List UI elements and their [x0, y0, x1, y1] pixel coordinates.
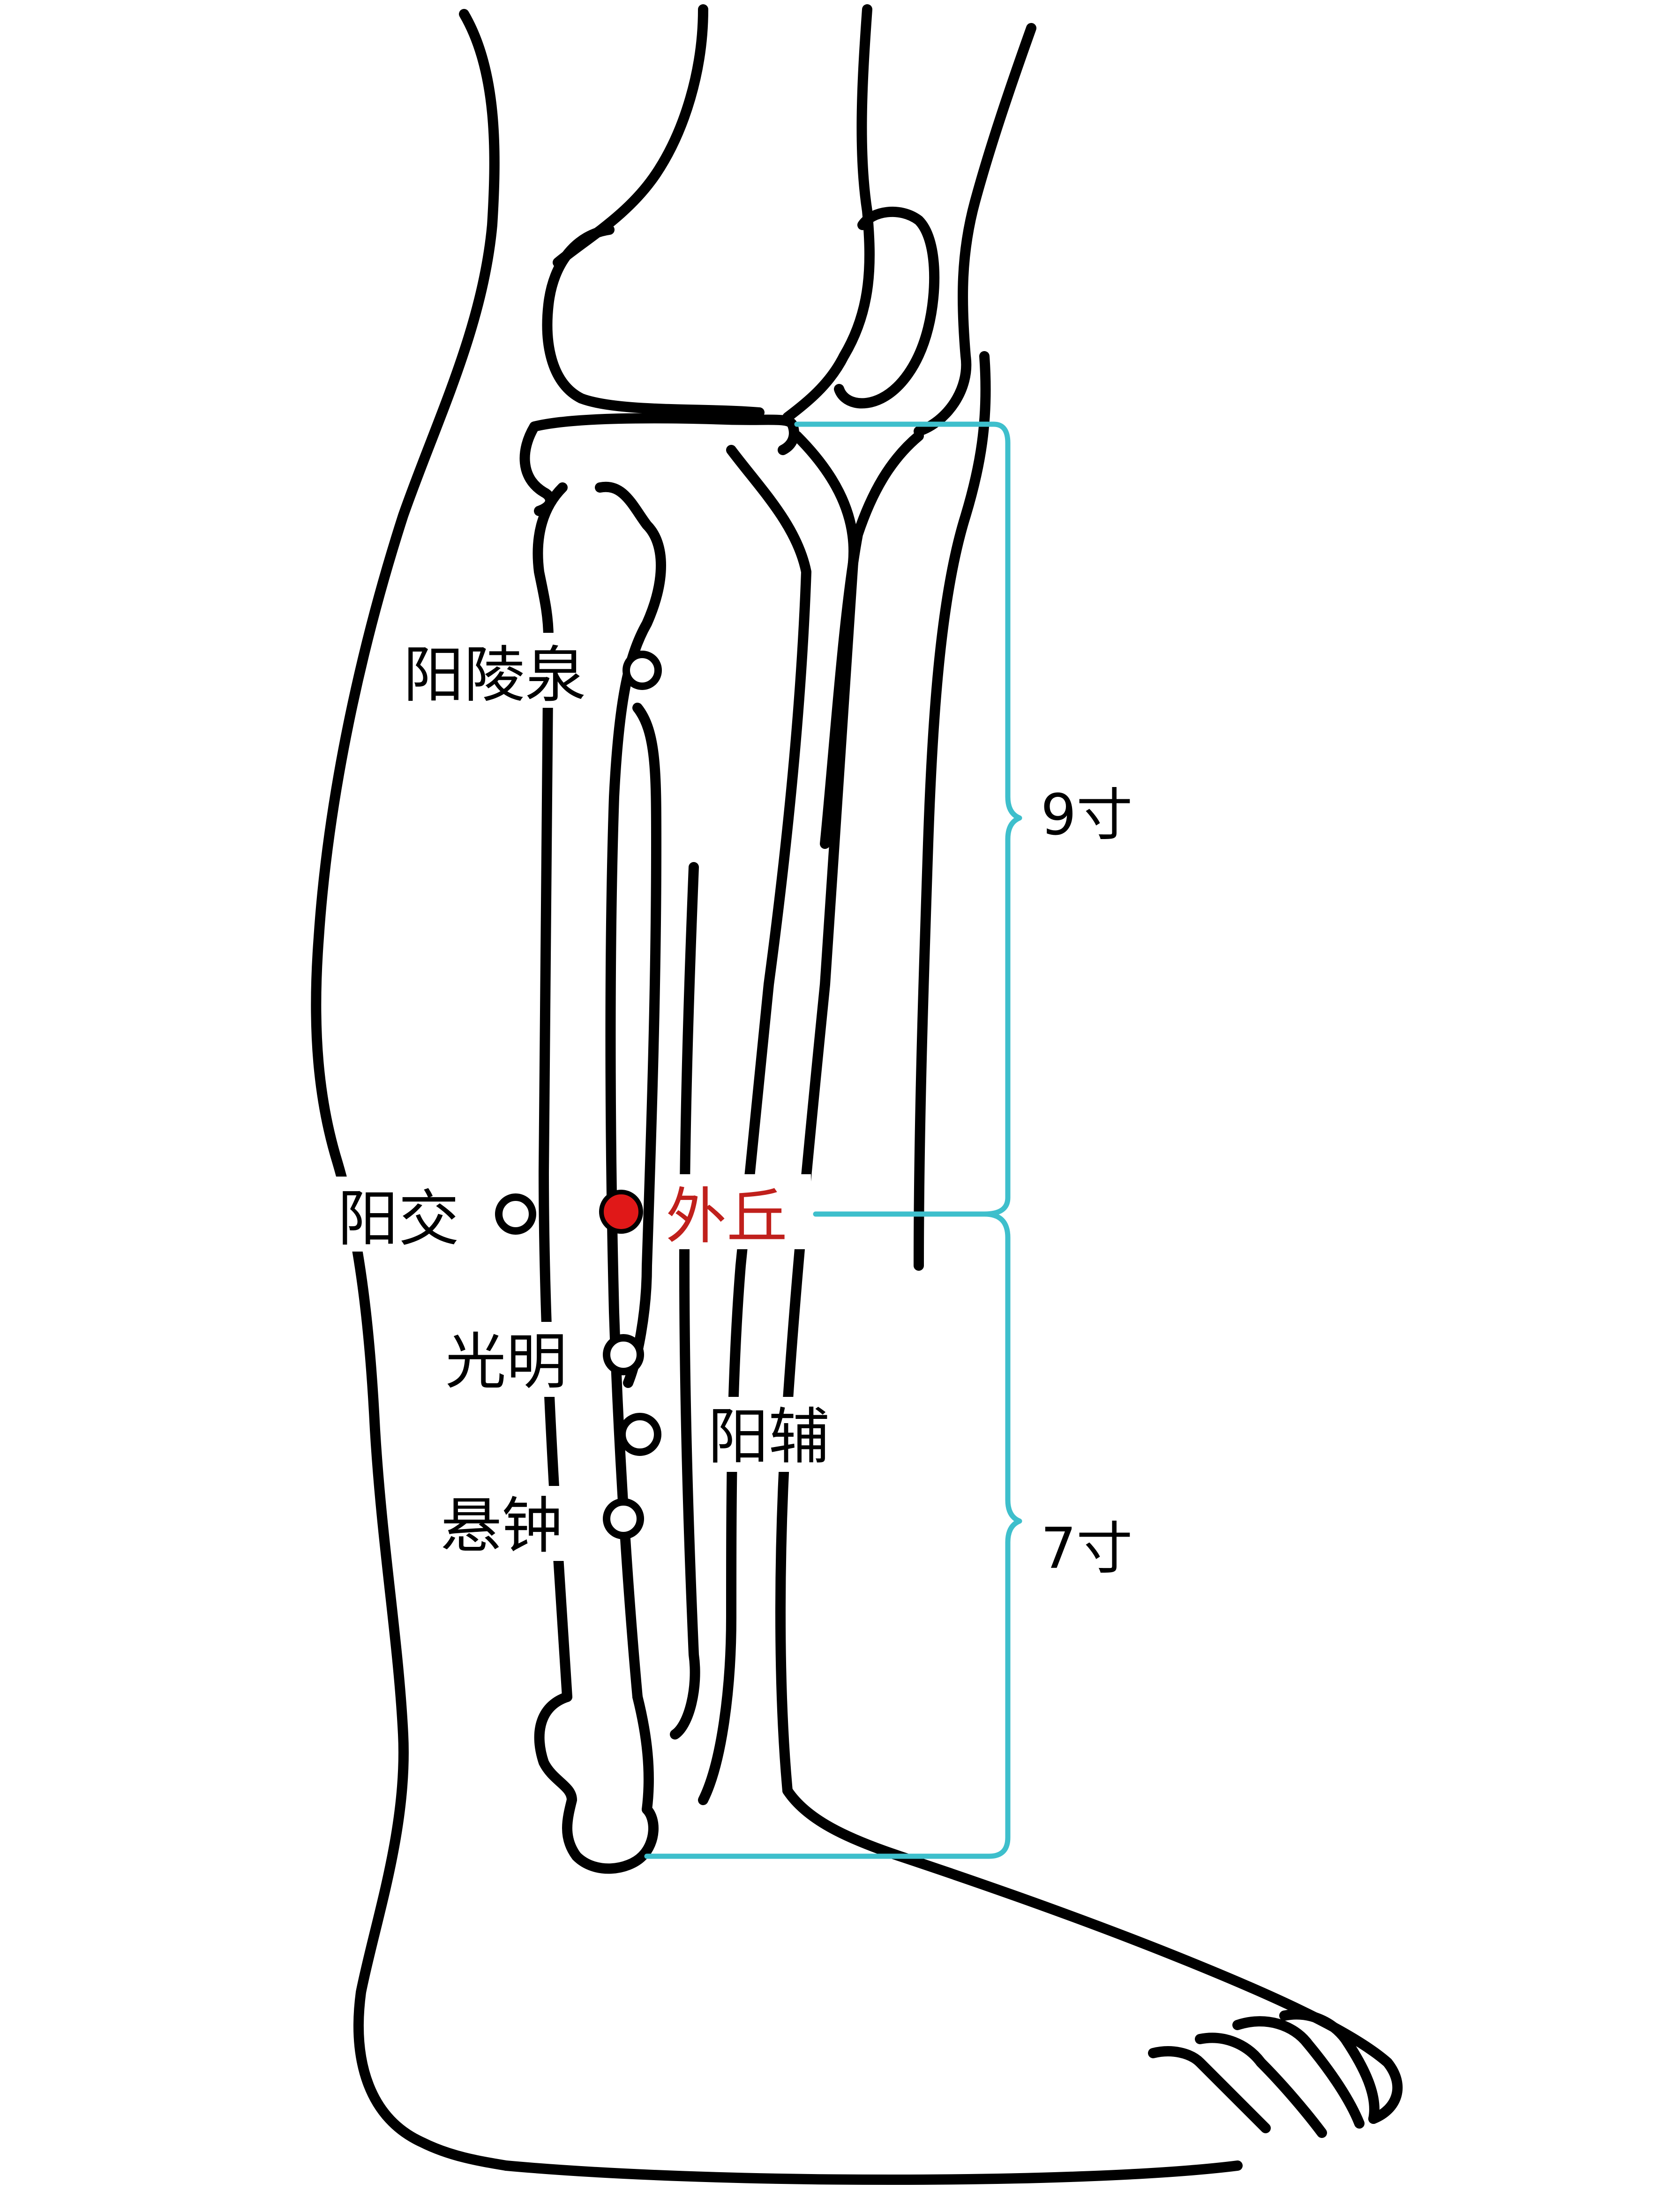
waiqiu-marker	[599, 1190, 643, 1234]
leg-outline	[311, 4, 1403, 2185]
toe-4	[1279, 2009, 1380, 2124]
shin-outer-contour	[820, 431, 924, 849]
heel-connection	[632, 1692, 654, 1815]
tibia-head-left	[519, 421, 555, 516]
guangming-marker	[603, 1334, 644, 1375]
patella-contour	[542, 225, 765, 418]
yangfu-label: 阳辅	[708, 1401, 830, 1472]
toe-2	[1195, 2032, 1327, 2138]
fibula-head	[834, 206, 940, 409]
fibula-left-edge	[623, 703, 661, 1388]
yangjiao-label: 阳交	[338, 1183, 459, 1254]
label-bg	[333, 1177, 473, 1252]
toe-1	[1148, 2046, 1271, 2133]
sole-contour	[501, 2160, 1243, 2185]
fibula-mid-edge	[670, 862, 700, 1740]
lateral-malleolus	[534, 1692, 659, 1874]
tibia-left-edge	[532, 482, 572, 1702]
labels: 阳陵泉 阳交 外丘 光明 阳辅 悬钟 9寸 7寸	[333, 633, 1132, 1582]
label-bg	[441, 1322, 581, 1397]
xuanzhong-marker	[603, 1498, 644, 1539]
foot-top-contour	[782, 1785, 1403, 2124]
tibial-plateau	[529, 413, 799, 455]
yanglingquan-label: 阳陵泉	[403, 639, 586, 711]
toe-3	[1232, 2016, 1365, 2129]
yanglingquan-marker	[622, 651, 662, 690]
yangfu-marker	[618, 1413, 661, 1456]
femur-contour	[782, 4, 875, 422]
yangjiao-marker	[495, 1193, 536, 1235]
measurement-bracket	[644, 421, 1022, 1859]
lower-measure-label: 7寸	[1041, 1516, 1132, 1582]
tibia-inner-edge	[595, 481, 666, 1702]
label-bg	[703, 1397, 848, 1472]
acupoint-markers	[495, 651, 662, 1539]
label-bg	[656, 1174, 811, 1249]
thigh-back-edge	[914, 23, 1036, 436]
upper-measure-label: 9寸	[1041, 783, 1132, 848]
waiqiu-label: 外丘	[666, 1181, 788, 1252]
xuanzhong-label: 悬钟	[441, 1490, 562, 1561]
label-bg	[436, 1486, 581, 1561]
label-bg	[398, 633, 595, 708]
thigh-front-contour	[553, 4, 708, 268]
front-leg-contour	[914, 351, 991, 1271]
leg-back-contour	[311, 9, 511, 2171]
cun-bracket	[644, 421, 1022, 1859]
fibula-right-edge	[698, 445, 811, 1805]
guangming-label: 光明	[445, 1326, 567, 1397]
